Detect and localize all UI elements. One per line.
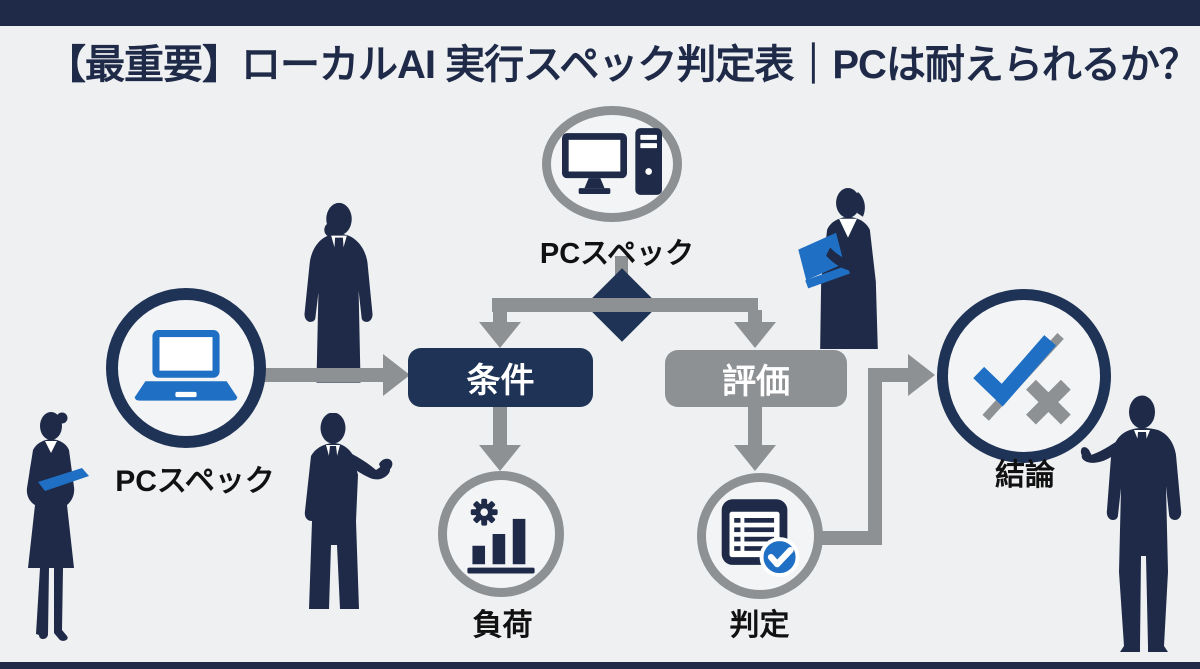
connector-branch-line <box>492 298 758 312</box>
businesswoman-laptop-silhouette <box>798 187 878 350</box>
arrowhead-right-to-condition <box>383 354 410 396</box>
top-border-bar <box>0 0 1200 26</box>
checklist-check-icon <box>721 499 800 578</box>
desktop-pc-icon <box>562 128 662 195</box>
connector-elbow-top <box>876 368 910 382</box>
evaluation-box: 評価 <box>665 350 847 407</box>
businessman-phone-silhouette <box>304 202 373 383</box>
arrowhead-down-to-judgement <box>734 445 776 471</box>
arrowhead-right-to-conclusion <box>908 354 935 396</box>
page-title: 【最重要】ローカルAI 実行スペック判定表｜PCは耐えられるか？ <box>46 43 1199 87</box>
label-conclusion: 結論 <box>995 459 1055 492</box>
connector-left-input <box>264 368 386 382</box>
label-pc-spec-top: PCスペック <box>539 238 695 270</box>
arrowhead-down-to-load <box>479 445 521 471</box>
arrowhead-down-to-condition <box>479 322 521 348</box>
node-conclusion <box>937 289 1111 463</box>
connector-branch-right <box>748 310 762 324</box>
businessman-pointing-silhouette <box>1080 395 1182 652</box>
gear-bar-chart-icon <box>467 498 535 574</box>
businessman-presenting-silhouette <box>304 413 393 609</box>
arrowhead-down-to-evaluation <box>734 322 776 348</box>
connector-condition-load <box>493 407 507 447</box>
check-or-cross-icon <box>973 332 1071 425</box>
laptop-icon <box>134 330 238 401</box>
label-load: 負荷 <box>472 609 533 642</box>
node-pc-spec-top <box>542 106 682 222</box>
node-judgement <box>697 473 823 599</box>
condition-box: 条件 <box>408 348 593 407</box>
label-judgement: 判定 <box>729 609 790 642</box>
node-load <box>438 471 564 597</box>
label-pc-spec-left: PCスペック <box>115 465 275 498</box>
connector-evaluation-judgement <box>748 407 762 447</box>
connector-branch-left <box>493 310 507 324</box>
bottom-border-bar <box>0 662 1200 669</box>
connector-elbow-vertical <box>868 368 882 545</box>
businesswoman-tablet-silhouette <box>26 412 89 641</box>
node-pc-spec-left <box>106 288 266 448</box>
connector-elbow-bottom <box>818 531 882 545</box>
